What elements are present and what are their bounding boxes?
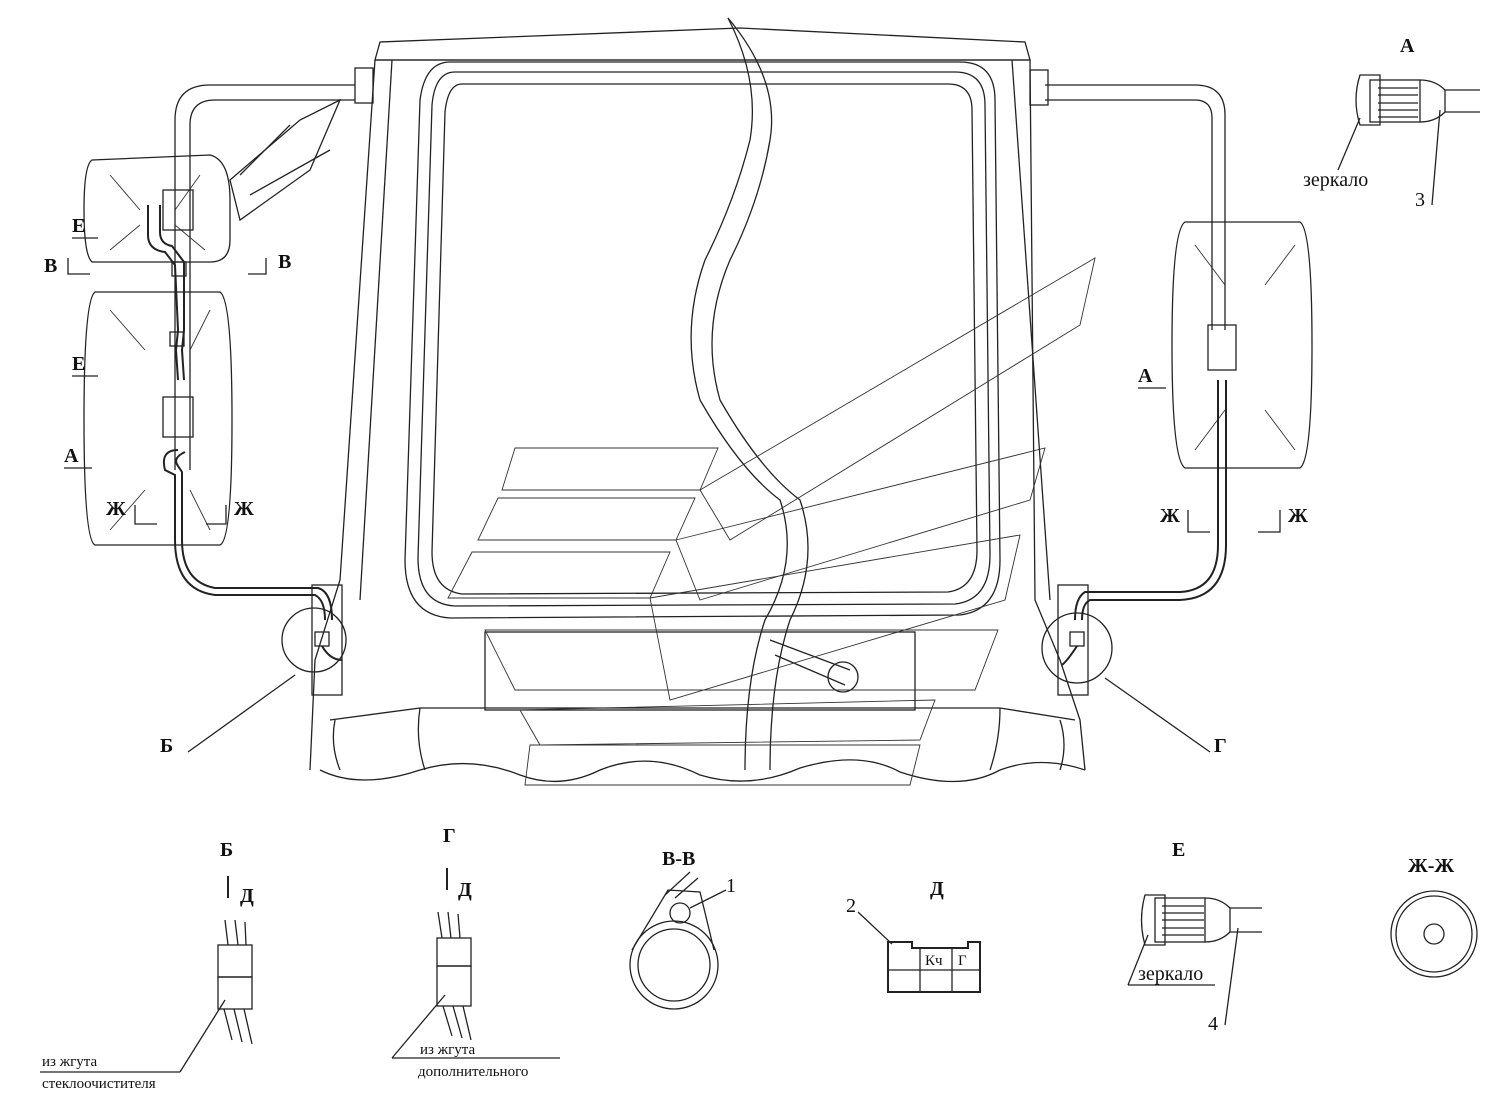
- detail-E-connector: Е зеркало 4: [1127, 839, 1262, 1035]
- detail-E-title: Е: [1172, 839, 1185, 861]
- detail-B-note-line2: стеклоочистителя: [42, 1076, 156, 1092]
- label-B-callout: Б: [160, 735, 173, 757]
- cab-body: [309, 27, 1086, 783]
- detail-B-title: Б: [220, 839, 233, 861]
- label-V-left: В: [44, 255, 57, 277]
- section-ZHZH: Ж-Ж: [1390, 855, 1478, 978]
- section-VV: В-В 1: [629, 848, 736, 1010]
- section-VV-ref-1: 1: [726, 875, 736, 897]
- label-ZH-right-1: Ж: [1160, 505, 1180, 527]
- logo-watermark: [447, 257, 1096, 786]
- detail-B-note-line1: из жгута: [42, 1054, 97, 1070]
- detail-A-mirror-label: зеркало: [1303, 169, 1368, 191]
- detail-D-connector-face: Д Кч Г 2: [846, 878, 981, 993]
- label-A-right: А: [1138, 365, 1153, 387]
- label-ZH-right-2: Ж: [1288, 505, 1308, 527]
- detail-B-D-arrow: Д: [240, 885, 254, 907]
- detail-G-title: Г: [443, 825, 456, 847]
- section-ZHZH-title: Ж-Ж: [1408, 855, 1454, 877]
- label-G-callout: Г: [1214, 735, 1227, 757]
- label-V-right: В: [278, 251, 291, 273]
- detail-G-note-line2: дополнительного: [418, 1064, 528, 1080]
- detail-G-connector: Г Д из жгута дополнительного: [391, 825, 560, 1080]
- detail-D-ref-2: 2: [846, 895, 856, 917]
- left-mirror-assembly: [83, 84, 355, 753]
- detail-B-connector: Б Д из жгута стеклоочистителя: [40, 839, 254, 1092]
- detail-D-pin-g: Г: [958, 953, 967, 969]
- right-mirror-assembly: [1041, 84, 1313, 753]
- section-VV-title: В-В: [662, 848, 695, 870]
- view-labels: Е В В Е А Ж Ж А Ж Ж Б Г: [44, 215, 1308, 757]
- detail-A-ref-3: 3: [1415, 189, 1425, 211]
- detail-D-title: Д: [930, 878, 944, 900]
- detail-E-mirror-label: зеркало: [1138, 963, 1203, 985]
- label-ZH-left-1: Ж: [106, 498, 126, 520]
- detail-A-connector: А зеркало 3: [1303, 35, 1480, 211]
- wiper-arm: [690, 17, 859, 771]
- label-A-left: А: [64, 445, 79, 467]
- label-ZH-left-2: Ж: [234, 498, 254, 520]
- detail-D-pin-kch: Кч: [925, 953, 943, 969]
- label-E-middle: Е: [72, 353, 85, 375]
- detail-E-ref-4: 4: [1208, 1013, 1218, 1035]
- detail-G-D-arrow: Д: [458, 879, 472, 901]
- label-E-upper: Е: [72, 215, 85, 237]
- detail-A-title: А: [1400, 35, 1415, 57]
- detail-G-note-line1: из жгута: [420, 1042, 475, 1058]
